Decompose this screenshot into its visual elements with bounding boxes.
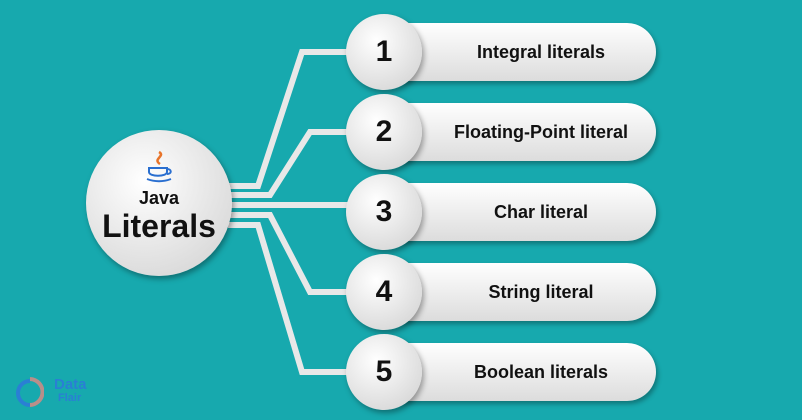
java-cup-icon	[146, 150, 172, 183]
item-label: Integral literals	[476, 42, 606, 62]
item-number: 4	[346, 254, 422, 330]
item-label: String literal	[488, 282, 594, 302]
logo-word-data: Data	[54, 376, 87, 393]
connector-1	[228, 49, 360, 189]
item-number: 2	[346, 94, 422, 170]
item-number: 3	[346, 174, 422, 250]
item-label: Floating-Point literal	[454, 122, 628, 142]
item-number: 1	[346, 14, 422, 90]
logo-word-flair: Flair	[58, 392, 82, 404]
hub-title-literals: Literals	[102, 208, 216, 244]
dataflair-logo-icon	[16, 377, 44, 408]
connector-4	[228, 212, 360, 295]
hub-title-java: Java	[138, 188, 180, 208]
connector-2	[228, 129, 360, 198]
connector-5	[228, 222, 360, 375]
dataflair-logo: Data Flair	[14, 372, 104, 412]
item-label: Boolean literals	[473, 362, 609, 382]
item-number: 5	[346, 334, 422, 410]
item-label: Char literal	[493, 202, 589, 222]
java-literals-hub: Java Literals	[86, 130, 232, 276]
